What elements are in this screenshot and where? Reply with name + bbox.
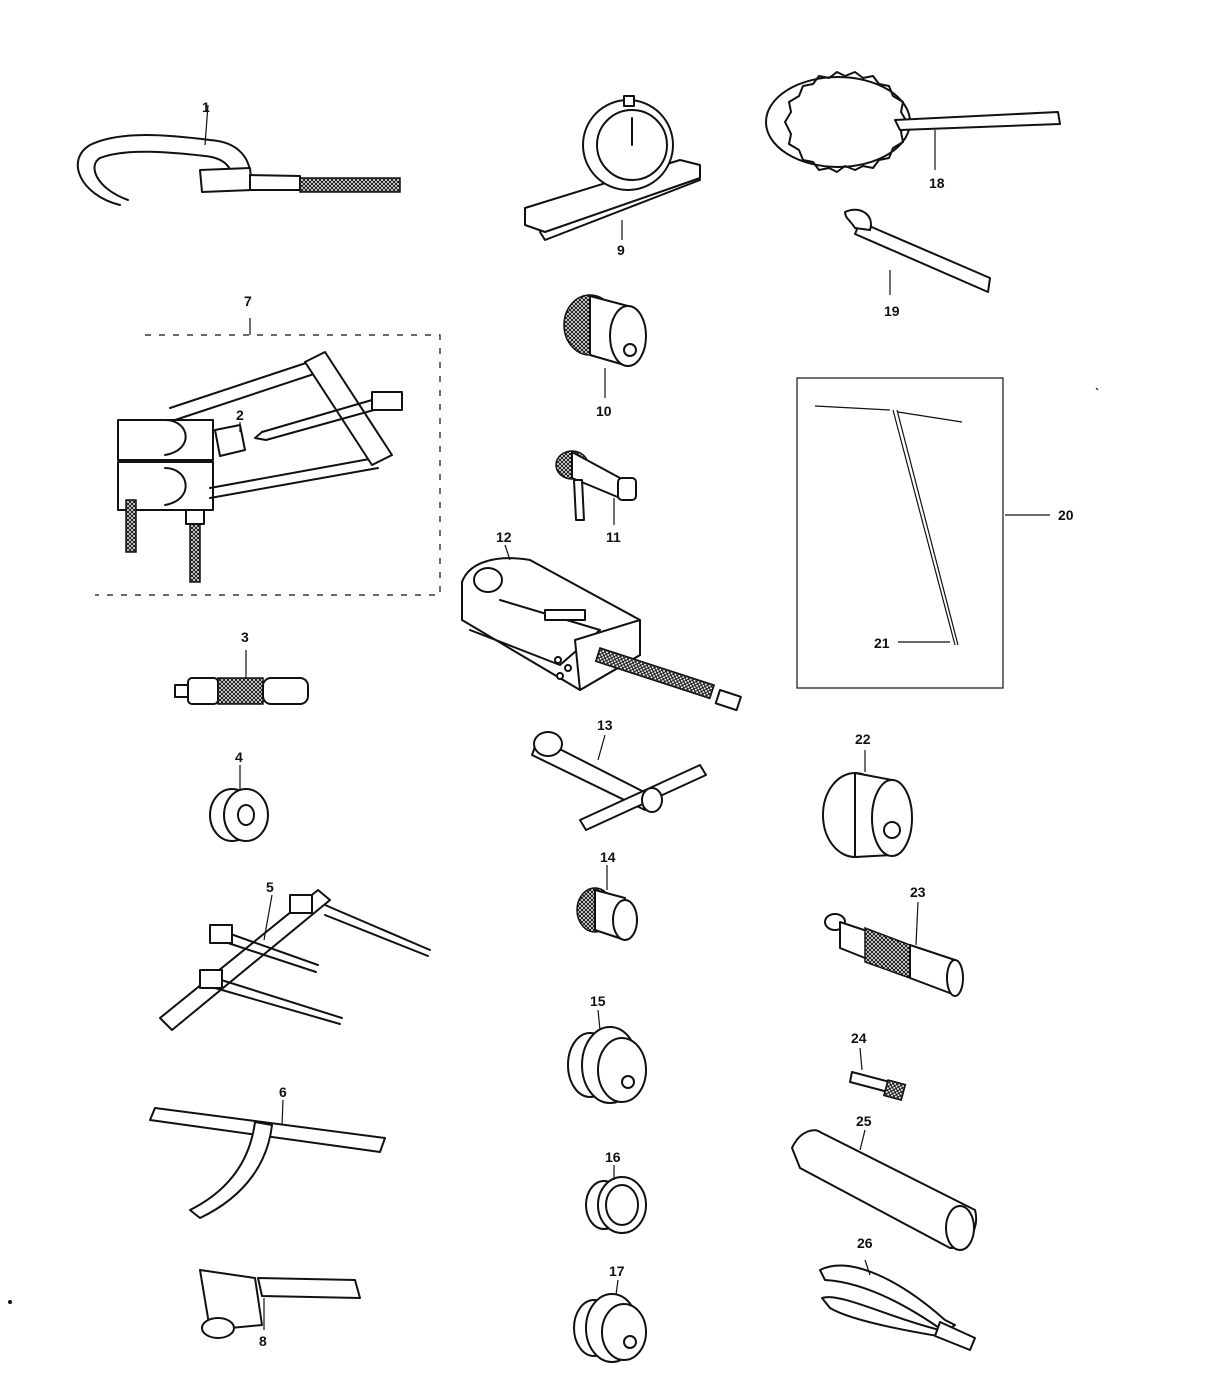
label-7: 7 [244, 293, 252, 309]
label-17: 17 [609, 1263, 625, 1279]
tool-18-clutch-holder [765, 71, 1061, 173]
label-13: 13 [597, 717, 613, 733]
tool-23-knurled-drift [824, 901, 964, 997]
label-15: 15 [590, 993, 606, 1009]
label-23: 23 [910, 884, 926, 900]
label-26: 26 [857, 1235, 873, 1251]
tool-26-pliers [819, 1259, 976, 1351]
label-24: 24 [851, 1030, 867, 1046]
label-21: 21 [874, 635, 890, 651]
tool-10-knurled-nut [563, 294, 647, 398]
tool-11-adapter [555, 450, 637, 525]
label-19: 19 [884, 303, 900, 319]
tool-12-clamp-puller [461, 544, 742, 712]
part-number-labels: 1 2 3 4 5 6 7 8 9 10 11 12 13 14 15 16 1… [202, 99, 1074, 1349]
label-4: 4 [235, 749, 243, 765]
tool-19-pin-spanner [844, 208, 991, 295]
tool-17-stepped-drift [573, 1279, 647, 1363]
label-1: 1 [202, 99, 210, 115]
label-12: 12 [496, 529, 512, 545]
tool-22-drift [822, 750, 913, 858]
label-5: 5 [266, 879, 274, 895]
tool-4-spacer [209, 765, 269, 842]
tool-7-bearing-puller-set [95, 318, 441, 596]
label-8: 8 [259, 1333, 267, 1349]
tool-14-knurled-adapter [576, 865, 638, 941]
tool-20-21-box [796, 377, 1050, 689]
tool-13-t-handle [531, 731, 707, 831]
label-9: 9 [617, 242, 625, 258]
label-20: 20 [1058, 507, 1074, 523]
tool-24-pin [849, 1047, 907, 1102]
label-16: 16 [605, 1149, 621, 1165]
tool-16-ring-drift [585, 1165, 647, 1234]
label-10: 10 [596, 403, 612, 419]
tool-8-socket-wrench [199, 1269, 361, 1339]
tool-9-dial-gauge [524, 95, 701, 241]
label-14: 14 [600, 849, 616, 865]
tool-25-tube [791, 1129, 978, 1251]
label-11: 11 [606, 529, 621, 545]
label-6: 6 [279, 1084, 287, 1100]
tool-15-stepped-drift [567, 1009, 647, 1104]
tool-6-lever [149, 1099, 386, 1219]
tool-5-holder [159, 889, 431, 1031]
label-2: 2 [236, 407, 244, 423]
tool-3-drift [174, 650, 309, 705]
label-22: 22 [855, 731, 871, 747]
label-3: 3 [241, 629, 249, 645]
label-25: 25 [856, 1113, 872, 1129]
label-18: 18 [929, 175, 945, 191]
tool-1-hook-puller [76, 104, 401, 206]
